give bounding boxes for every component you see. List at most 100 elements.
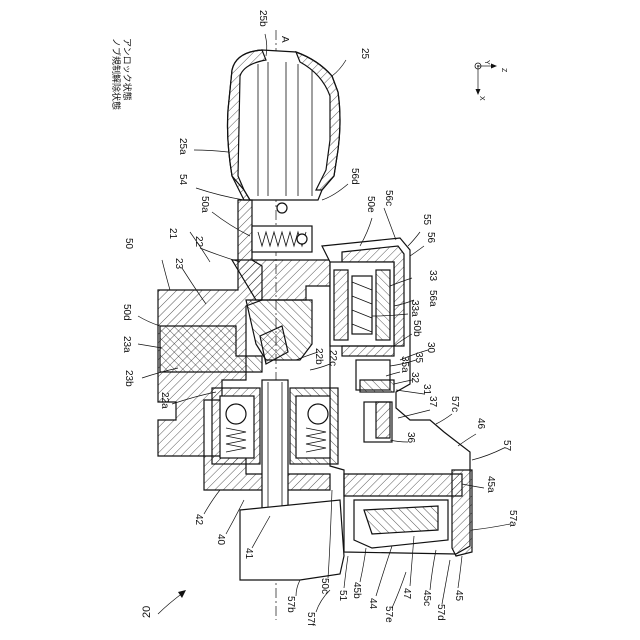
block-37 [376,402,390,438]
ref-56d: 56d [349,168,360,185]
assembly-20: 20 [141,590,186,618]
knob-25 [228,50,341,213]
ref-57a: 57a [507,510,518,527]
leader-50 [162,260,170,290]
ref-21: 21 [167,228,178,240]
leader-56c [384,208,396,240]
ref-50d: 50d [121,304,132,321]
element-47 [364,506,438,534]
ref-50c: 50c [319,578,330,594]
ref-23b: 23b [123,370,134,387]
axis-z-label: Z [500,68,507,73]
ref-54: 54 [177,174,188,186]
leader-57 [472,448,504,460]
ball-right [308,404,328,424]
leader-55 [408,232,420,246]
leader-44 [376,546,392,596]
ref-50e: 50e [365,196,376,213]
ref-57d: 57d [435,604,446,621]
leader-25a [194,150,228,152]
ref-32: 32 [409,372,420,384]
leader-45c [430,550,436,590]
spring-assembly [252,226,312,252]
ref-23: 23 [173,258,184,270]
note-unlock-state: アンロック状態 [121,38,133,101]
bearing-assembly [212,380,338,520]
leader-57a [472,524,510,530]
wall-57a [452,470,472,556]
ref-47: 47 [401,588,412,600]
lever-32 [360,380,394,392]
plate-45a [344,474,462,496]
ref-30: 30 [425,342,436,354]
state-notes: アンロック状態 ノブ規制解除状態 [110,38,133,110]
leader-42 [204,490,220,514]
leader-45b [360,548,366,582]
ref-25: 25 [359,48,370,60]
ref-42: 42 [193,514,204,526]
ball-left [226,404,246,424]
leader-56 [410,246,424,256]
ref-45: 45 [453,590,464,602]
ref-45b: 45b [351,582,362,599]
ref-40: 40 [215,534,226,546]
ref-57b: 57b [285,596,296,613]
x-axis-arrow [476,89,481,95]
pin-54 [277,203,287,213]
ref-57c: 57c [449,396,460,412]
ref-56c: 56c [383,190,394,206]
leader-50d [138,316,160,326]
ref-35a: 35a [399,356,410,373]
housing-flange-50d [160,326,262,372]
ref-45a: 45a [485,476,496,493]
ref-56a: 56a [427,290,438,307]
leader-46 [458,434,476,446]
ref-25b: 25b [257,10,268,27]
ref-46: 46 [475,418,486,430]
note-knob-release-state: ノブ規制解除状態 [110,38,122,110]
solenoid-coil-right [376,270,390,340]
ref-22b: 22b [313,348,324,365]
leader-45 [458,556,462,588]
bracket-50b [342,346,394,356]
ref-22a: 22a [159,392,170,409]
ref-33a: 33a [409,300,420,317]
leader-22 [200,248,240,262]
solenoid-coil-left [334,270,348,340]
ref-57f: 57f [305,612,316,626]
coordinate-axes: X Y Z [475,60,507,101]
ref-57e: 57e [383,606,394,623]
axis-y-label: Y [483,60,490,65]
ref-41: 41 [243,548,254,560]
z-axis-arrow [491,64,497,69]
leader-57c [436,414,452,424]
ref-22c: 22c [327,350,338,366]
assembly-20-arrow-line [158,592,184,614]
leader-57d [442,560,450,604]
center-axis-label: A [279,36,290,43]
ref-25a: 25a [177,138,188,155]
leader-51 [344,556,348,588]
ref-55: 55 [421,214,432,226]
ref-35: 35 [413,352,424,364]
assembly-20-arrowhead [178,590,186,598]
y-axis-dot [477,65,479,67]
ref-33: 33 [427,270,438,282]
axis-x-label: X [478,96,485,101]
ref-37: 37 [427,396,438,408]
leader-56d [322,184,348,200]
ref-23a: 23a [121,336,132,353]
ref-56: 56 [425,232,436,244]
ref-22: 22 [193,236,204,248]
center-shaft-41 [262,380,288,520]
ref-51: 51 [337,590,348,602]
ref-31: 31 [421,384,432,396]
ref-45c: 45c [421,590,432,606]
leader-25 [332,60,346,76]
ref-50a: 50a [199,196,210,213]
ref-36: 36 [405,432,416,444]
ref-50: 50 [123,238,134,250]
spring-ball [297,234,307,244]
leader-22c [310,364,330,370]
